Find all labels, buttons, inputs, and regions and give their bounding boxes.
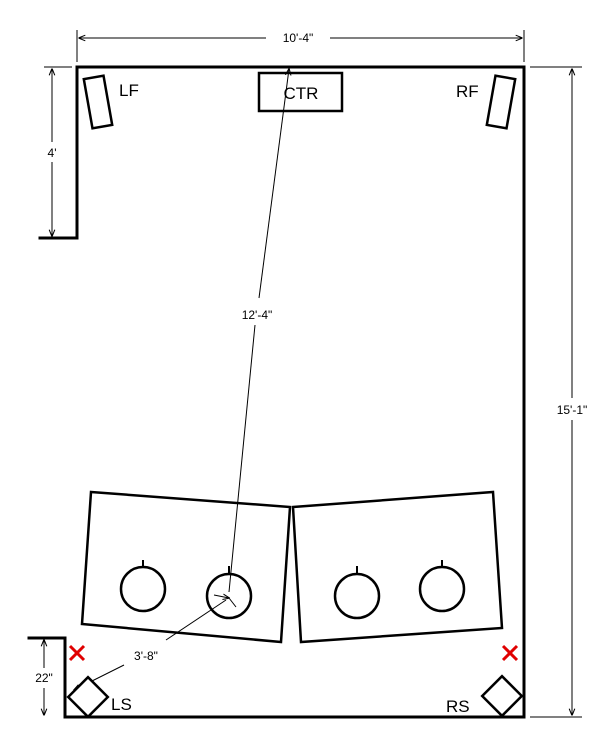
seat-primary-listener xyxy=(205,572,253,620)
seats xyxy=(119,560,466,620)
dimension-listen-to-center: 12'-4" xyxy=(228,69,289,593)
right-seating-platform xyxy=(291,490,504,644)
room-length-label: 15'-1" xyxy=(557,403,588,417)
seat xyxy=(333,572,381,620)
dimension-room-length: 15'-1" xyxy=(530,66,588,718)
left-surround-speaker xyxy=(66,675,110,719)
left-offset-label: 4' xyxy=(48,146,57,160)
center-speaker xyxy=(257,71,344,113)
left-surround-label: LS xyxy=(111,695,132,714)
dimension-left-offset: 4' xyxy=(44,66,72,236)
seat xyxy=(119,565,167,613)
seat xyxy=(418,565,466,613)
dimension-room-width: 10'-4" xyxy=(76,30,525,62)
right-surround-label: RS xyxy=(446,697,470,716)
left-front-speaker xyxy=(82,74,114,130)
left-seating-platform xyxy=(80,490,292,644)
x-mark-right-icon xyxy=(501,644,519,662)
center-label: CTR xyxy=(284,84,319,103)
room-walls xyxy=(27,65,526,719)
listen-to-ls-label: 3'-8" xyxy=(134,649,158,663)
x-mark-left-icon xyxy=(68,644,86,662)
dimension-surround-height: 22" xyxy=(35,640,53,715)
listen-to-center-label: 12'-4" xyxy=(242,308,273,322)
right-surround-speaker xyxy=(480,674,524,718)
right-front-speaker xyxy=(485,74,517,130)
left-front-label: LF xyxy=(119,81,139,100)
right-front-label: RF xyxy=(456,82,479,101)
room-width-label: 10'-4" xyxy=(283,31,314,45)
surround-height-label: 22" xyxy=(35,671,53,685)
